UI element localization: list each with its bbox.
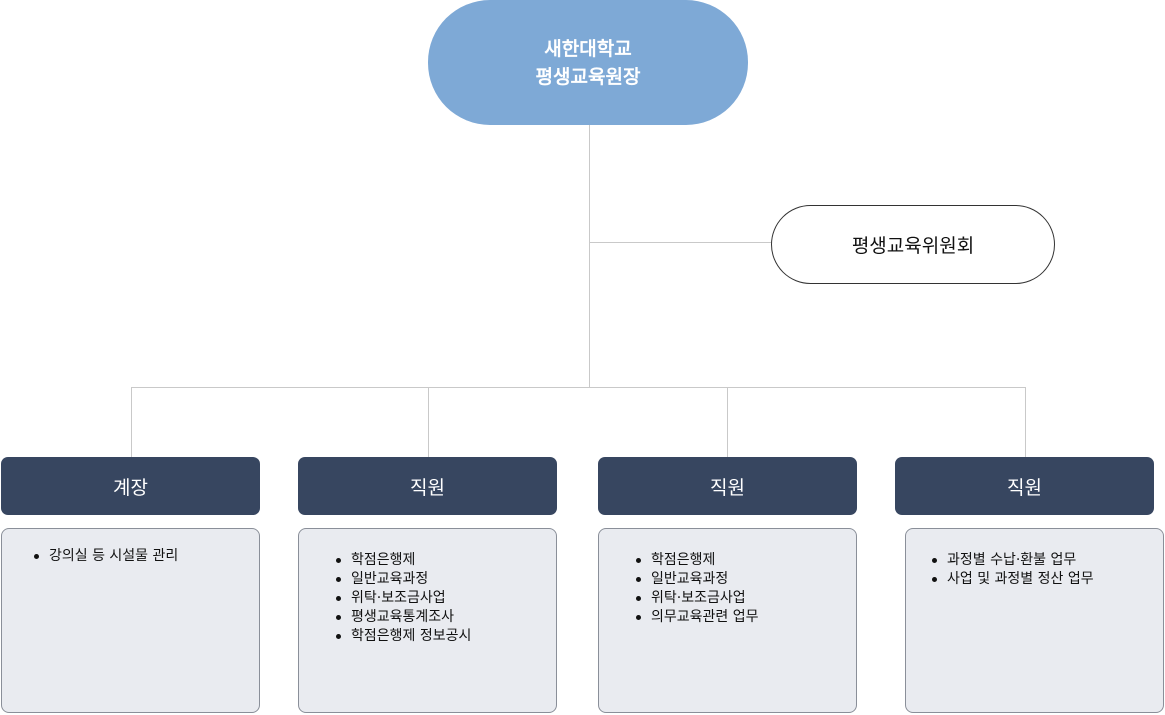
duty-list: 학점은행제 일반교육과정 위탁·보조금사업 평생교육통계조사 학점은행제 정보공…: [334, 551, 556, 646]
duty-item: 의무교육관련 업무: [634, 608, 856, 627]
duty-box-2: 학점은행제 일반교육과정 위탁·보조금사업 평생교육통계조사 학점은행제 정보공…: [298, 528, 557, 713]
duty-item: 사업 및 과정별 정산 업무: [930, 570, 1163, 589]
duty-item: 위탁·보조금사업: [334, 589, 556, 608]
director-org: 새한대학교: [544, 37, 632, 60]
position-head-2: 직원: [298, 457, 557, 515]
position-title: 직원: [1007, 476, 1042, 499]
position-title: 계장: [113, 476, 148, 499]
connector-drop-4: [1025, 387, 1026, 457]
director-node: 새한대학교 평생교육원장: [428, 0, 748, 125]
position-title: 직원: [710, 476, 745, 499]
duty-list: 과정별 수납·환불 업무 사업 및 과정별 정산 업무: [930, 551, 1163, 589]
position-head-4: 직원: [895, 457, 1154, 515]
connector-trunk: [589, 125, 590, 388]
committee-node: 평생교육위원회: [771, 205, 1055, 284]
duty-item: 학점은행제: [634, 551, 856, 570]
duty-item: 평생교육통계조사: [334, 608, 556, 627]
duty-box-1: 강의실 등 시설물 관리: [1, 528, 260, 713]
connector-drop-3: [727, 387, 728, 457]
director-title: 평생교육원장: [535, 65, 641, 88]
connector-committee: [589, 242, 771, 243]
duty-box-3: 학점은행제 일반교육과정 위탁·보조금사업 의무교육관련 업무: [598, 528, 857, 713]
position-head-1: 계장: [1, 457, 260, 515]
duty-item: 위탁·보조금사업: [634, 589, 856, 608]
position-title: 직원: [410, 476, 445, 499]
duty-item: 일반교육과정: [634, 570, 856, 589]
connector-drop-1: [131, 387, 132, 457]
duty-item: 학점은행제: [334, 551, 556, 570]
duty-item: 학점은행제 정보공시: [334, 627, 556, 646]
duty-list: 강의실 등 시설물 관리: [32, 547, 259, 566]
duty-item: 강의실 등 시설물 관리: [32, 547, 259, 566]
duty-box-4: 과정별 수납·환불 업무 사업 및 과정별 정산 업무: [905, 528, 1164, 713]
position-head-3: 직원: [598, 457, 857, 515]
duty-item: 과정별 수납·환불 업무: [930, 551, 1163, 570]
connector-horizontal: [131, 387, 1026, 388]
committee-label: 평생교육위원회: [851, 235, 975, 257]
duty-item: 일반교육과정: [334, 570, 556, 589]
duty-list: 학점은행제 일반교육과정 위탁·보조금사업 의무교육관련 업무: [634, 551, 856, 627]
connector-drop-2: [428, 387, 429, 457]
